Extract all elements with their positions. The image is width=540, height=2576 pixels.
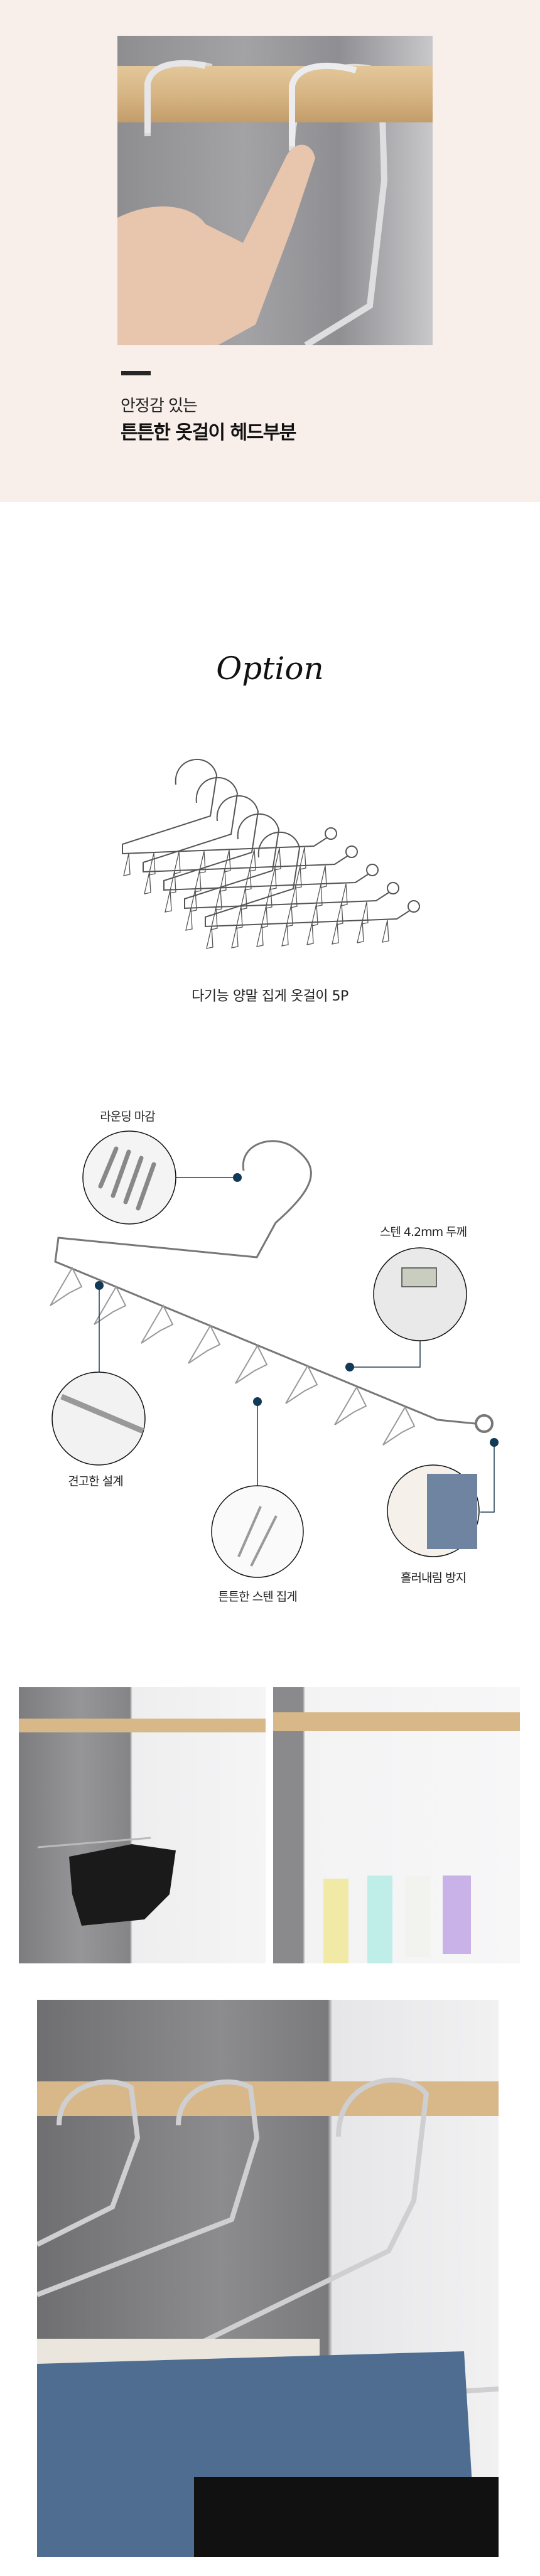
callout-dot-thickness: [345, 1363, 354, 1371]
feature-label-rounding: 라운딩 마감: [100, 1110, 155, 1124]
callout-dot-design: [95, 1281, 104, 1290]
hanger-illustration: [50, 1140, 494, 1446]
socks-hanger-photo: [273, 1687, 520, 1963]
rounding-detail-circle: [82, 1130, 176, 1225]
option-title: Option: [216, 650, 324, 687]
title-dash-divider: [121, 371, 151, 375]
hangers-closeup-photo: [37, 2000, 499, 2557]
hanger-head-photo: [117, 36, 433, 345]
callout-dot-rounding: [233, 1173, 242, 1182]
design-detail-circle: [51, 1371, 146, 1466]
callout-dot-clips: [253, 1397, 262, 1406]
callout-dot-antislip: [490, 1438, 499, 1447]
hero-title: 튼튼한 옷걸이 헤드부분: [121, 422, 296, 444]
clips-detail-circle: [211, 1485, 304, 1578]
feature-label-clips: 튼튼한 스텐 집게: [218, 1590, 297, 1604]
feature-label-antislip: 흘러내림 방지: [401, 1571, 467, 1585]
hero-subtitle: 안정감 있는: [121, 397, 198, 416]
feature-diagram: [50, 1130, 499, 1578]
thickness-detail-circle: [373, 1247, 467, 1341]
underwear-hanger-photo: [19, 1687, 266, 1963]
feature-label-design: 견고한 설계: [68, 1474, 123, 1488]
product-caption: 다기능 양말 집게 옷걸이 5P: [192, 989, 348, 1004]
feature-label-thickness: 스텐 4.2mm 두께: [379, 1225, 467, 1239]
hanger-set-5p-image: [122, 758, 420, 949]
